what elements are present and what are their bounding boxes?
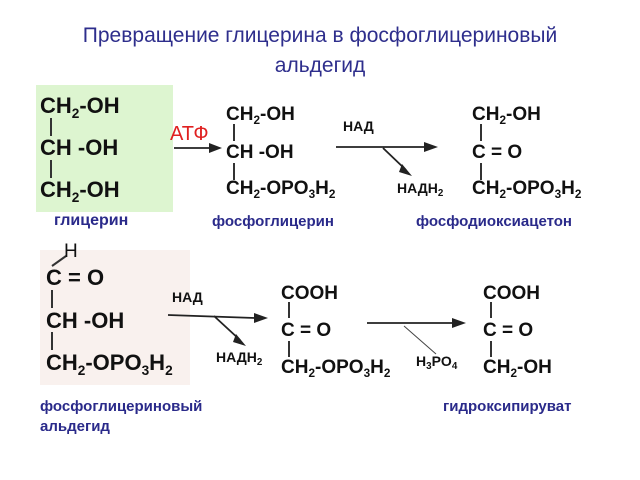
aldehyde-c1: C = O	[46, 265, 105, 290]
dhap-c3: CH2-OPO3H2	[472, 178, 582, 202]
phosphoglycerol-label: фосфоглицерин	[212, 213, 334, 230]
h3po4-branch-line	[403, 325, 437, 355]
aldehyde-c3: CH2-OPO3H2	[46, 350, 173, 378]
nad-arrow-1-head	[424, 142, 438, 152]
dhap-label: фосфодиоксиацетон	[416, 213, 572, 230]
nadh-arrow-1-head	[399, 164, 412, 176]
nadh-label-2: НАДН2	[216, 349, 263, 368]
dhap-c2: C = O	[472, 142, 523, 163]
title-line-1: Превращение глицерина в фосфоглицериновы…	[82, 24, 558, 47]
aldehyde-label-line-2: альдегид	[40, 418, 110, 435]
nadh-arrow-2-head	[233, 334, 246, 346]
pyruvate-c3: CH2-OH	[483, 357, 552, 381]
glycerol-c1: CH2-OH	[40, 93, 120, 121]
glycerol-c2: CH -OH	[40, 135, 119, 160]
dhap-c1: CH2-OH	[472, 104, 541, 128]
phosphoglycerol-c1: CH2-OH	[226, 104, 295, 128]
nad-arrow-2-head	[254, 313, 268, 323]
aldehyde-highlight-box	[40, 250, 190, 385]
nad-label-1: НАД	[343, 118, 374, 134]
phosphopyruvate-c1: COOH	[281, 283, 338, 304]
nadh-arrow-2-branch	[213, 315, 241, 341]
nadh-arrow-1-branch	[382, 147, 407, 171]
atf-label: АТФ	[170, 123, 209, 145]
glycerol-c3: CH2-OH	[40, 177, 120, 205]
aldehyde-label-line-1: фосфоглицериновый	[40, 398, 203, 415]
phosphoglycerol-c3: CH2-OPO3H2	[226, 178, 336, 202]
h3po4-arrow-head	[452, 318, 466, 328]
h3po4-label: H3PO4	[416, 353, 458, 372]
phosphopyruvate-c2: C = O	[281, 320, 332, 341]
glycerol-highlight-box	[36, 85, 173, 212]
atf-arrowhead	[209, 143, 222, 153]
nadh-label-1: НАДН2	[397, 180, 444, 199]
pyruvate-c1: COOH	[483, 283, 540, 304]
pyruvate-c2: C = O	[483, 320, 534, 341]
nad-label-2: НАД	[172, 289, 203, 305]
glycerol-label: глицерин	[54, 212, 129, 229]
pyruvate-label: гидроксипируват	[443, 398, 572, 415]
aldehyde-c2: CH -OH	[46, 308, 125, 333]
phosphoglycerol-c2: CH -OH	[226, 142, 294, 163]
title-line-2: альдегид	[274, 54, 366, 77]
phosphopyruvate-c3: CH2-OPO3H2	[281, 357, 391, 381]
aldehyde-h: H	[64, 241, 78, 262]
